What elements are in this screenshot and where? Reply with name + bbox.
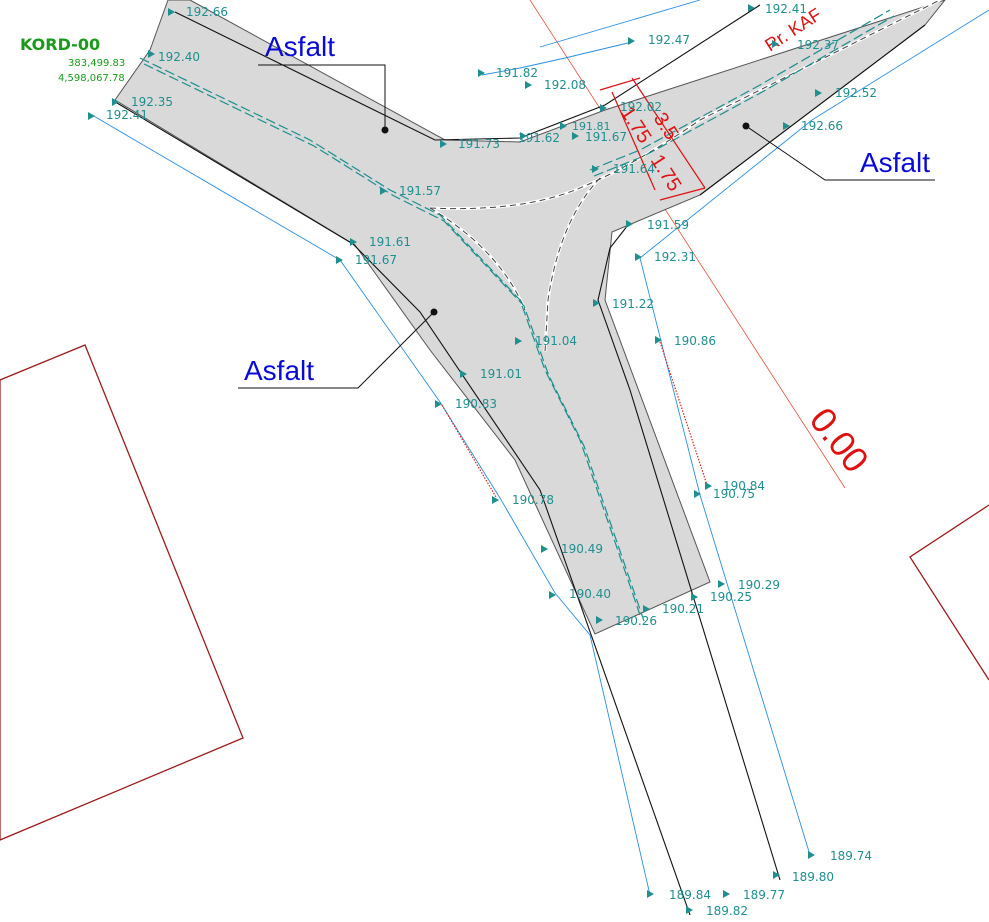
svg-text:191.62: 191.62 xyxy=(518,131,560,145)
svg-text:190.84: 190.84 xyxy=(723,479,765,493)
svg-text:191.81: 191.81 xyxy=(572,120,611,133)
svg-text:191.61: 191.61 xyxy=(369,235,411,249)
road-edge-lines xyxy=(111,4,926,916)
road-surface xyxy=(114,0,946,635)
svg-text:191.22: 191.22 xyxy=(612,297,654,311)
svg-text:189.77: 189.77 xyxy=(743,888,785,902)
svg-text:190.75: 190.75 xyxy=(713,487,755,501)
svg-text:189.84: 189.84 xyxy=(669,888,711,902)
svg-text:191.67: 191.67 xyxy=(355,253,397,267)
elevation-points: 192.66 192.40 192.35 192.41 192.41 192.4… xyxy=(88,2,877,918)
svg-text:191.82: 191.82 xyxy=(496,66,538,80)
svg-text:192.52: 192.52 xyxy=(835,86,877,100)
lane-curves-dash xyxy=(429,0,941,353)
svg-text:190.21: 190.21 xyxy=(662,602,704,616)
svg-text:191.57: 191.57 xyxy=(399,184,441,198)
svg-text:192.37: 192.37 xyxy=(797,38,839,52)
svg-text:190.78: 190.78 xyxy=(512,493,554,507)
svg-text:Asfalt: Asfalt xyxy=(265,31,335,62)
svg-text:190.29: 190.29 xyxy=(738,578,780,592)
svg-text:189.82: 189.82 xyxy=(706,904,748,918)
svg-text:192.41: 192.41 xyxy=(106,108,148,122)
kord-northing: 4,598,067.78 xyxy=(58,73,125,84)
material-callout-top: Asfalt xyxy=(258,31,389,134)
svg-text:192.35: 192.35 xyxy=(131,95,173,109)
centreline xyxy=(139,9,895,622)
svg-text:190.83: 190.83 xyxy=(455,397,497,411)
station-reference-line xyxy=(529,0,846,489)
kord-easting: 383,499.83 xyxy=(68,58,125,69)
svg-text:192.08: 192.08 xyxy=(544,78,586,92)
svg-text:191.73: 191.73 xyxy=(458,137,500,151)
svg-text:189.74: 189.74 xyxy=(830,849,872,863)
svg-text:Asfalt: Asfalt xyxy=(860,147,930,178)
svg-text:191.04: 191.04 xyxy=(535,334,577,348)
svg-text:191.01: 191.01 xyxy=(480,367,522,381)
building-right-outline xyxy=(909,504,989,681)
material-callout-left: Asfalt xyxy=(238,308,438,389)
svg-text:190.40: 190.40 xyxy=(569,587,611,601)
svg-text:191.67: 191.67 xyxy=(585,130,627,144)
dimension-marks xyxy=(599,77,706,201)
svg-text:192.47: 192.47 xyxy=(648,33,690,47)
svg-text:190.26: 190.26 xyxy=(615,614,657,628)
material-callout-right: Asfalt xyxy=(742,122,935,181)
svg-text:192.02: 192.02 xyxy=(620,100,662,114)
svg-text:192.31: 192.31 xyxy=(654,250,696,264)
svg-text:192.66: 192.66 xyxy=(186,5,228,19)
svg-text:189.80: 189.80 xyxy=(792,870,834,884)
svg-text:192.41: 192.41 xyxy=(765,2,807,16)
building-left-outline xyxy=(0,344,244,841)
station-label: 0.00 xyxy=(802,400,877,480)
svg-text:190.25: 190.25 xyxy=(710,590,752,604)
svg-text:Asfalt: Asfalt xyxy=(244,355,314,386)
svg-text:190.49: 190.49 xyxy=(561,542,603,556)
svg-text:190.86: 190.86 xyxy=(674,334,716,348)
svg-text:192.66: 192.66 xyxy=(801,119,843,133)
svg-text:191.64: 191.64 xyxy=(613,162,655,176)
kord-label: KORD-00 xyxy=(20,35,100,54)
svg-text:192.40: 192.40 xyxy=(158,50,200,64)
svg-text:191.59: 191.59 xyxy=(647,218,689,232)
